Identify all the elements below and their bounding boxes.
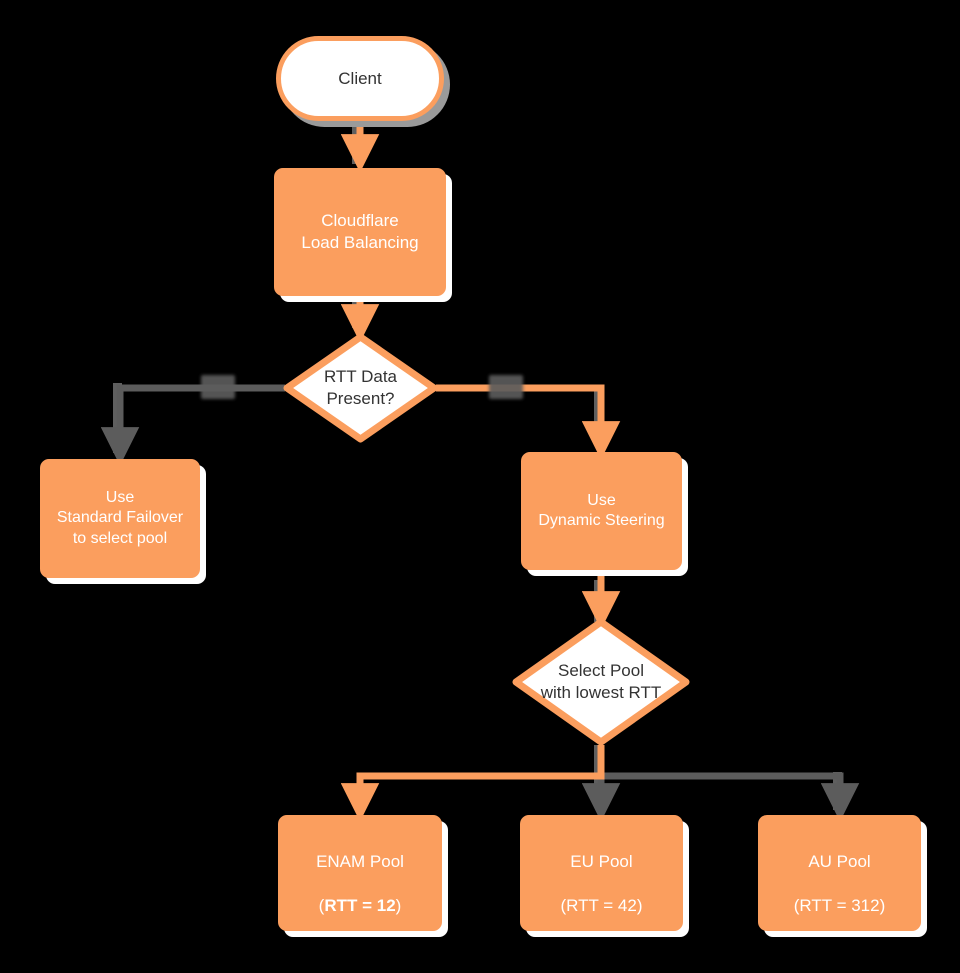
node-use-dynamic-steering[interactable]: Use Dynamic Steering — [521, 452, 682, 570]
node-enam-pool[interactable]: ENAM Pool (RTT = 12) — [278, 815, 442, 931]
node-au-pool-line2: (RTT = 312) — [793, 895, 886, 915]
node-au-pool-line1: AU Pool — [808, 852, 871, 872]
node-enam-pool-paren-close: ) — [395, 895, 402, 915]
node-use-standard-failover[interactable]: Use Standard Failover to select pool — [40, 459, 200, 578]
edge-select-pool-to-enam-pool — [340, 745, 605, 822]
connector-shadows — [113, 118, 842, 810]
node-enam-pool-line1: ENAM Pool — [316, 852, 404, 872]
diamond-shape-rtt-decision — [283, 333, 438, 443]
node-au-pool-label: AU Pool (RTT = 312) — [786, 828, 894, 919]
node-select-pool-decision[interactable]: Select Pool with lowest RTT — [512, 618, 690, 746]
node-client[interactable]: Client — [276, 36, 444, 121]
node-enam-pool-rtt-value: RTT = 12 — [324, 895, 396, 915]
node-rtt-data-present-decision[interactable]: RTT Data Present? — [283, 333, 438, 443]
node-rtt-data-present-label: RTT Data Present? — [323, 367, 398, 408]
node-use-dynamic-steering-label: Use Dynamic Steering — [538, 491, 665, 529]
node-au-pool[interactable]: AU Pool (RTT = 312) — [758, 815, 921, 931]
node-cloudflare-load-balancing-label: Cloudflare Load Balancing — [301, 211, 419, 252]
node-eu-pool-line2: (RTT = 42) — [560, 895, 643, 915]
node-eu-pool-line1: EU Pool — [570, 852, 633, 872]
node-select-pool-label: Select Pool with lowest RTT — [540, 661, 662, 702]
diamond-shape-select-pool — [512, 618, 690, 746]
node-enam-pool-paren-open: ( — [318, 895, 325, 915]
node-enam-pool-label: ENAM Pool (RTT = 12) — [308, 828, 412, 919]
node-use-standard-failover-label: Use Standard Failover to select pool — [56, 488, 184, 547]
edge-label-rtt-decision-no — [201, 375, 235, 399]
node-cloudflare-load-balancing[interactable]: Cloudflare Load Balancing — [274, 168, 446, 296]
edge-select-pool-to-au-pool — [601, 772, 860, 822]
edge-label-rtt-decision-yes — [489, 375, 523, 399]
node-client-label: Client — [338, 68, 382, 88]
node-eu-pool[interactable]: EU Pool (RTT = 42) — [520, 815, 683, 931]
node-eu-pool-label: EU Pool (RTT = 42) — [552, 828, 650, 919]
